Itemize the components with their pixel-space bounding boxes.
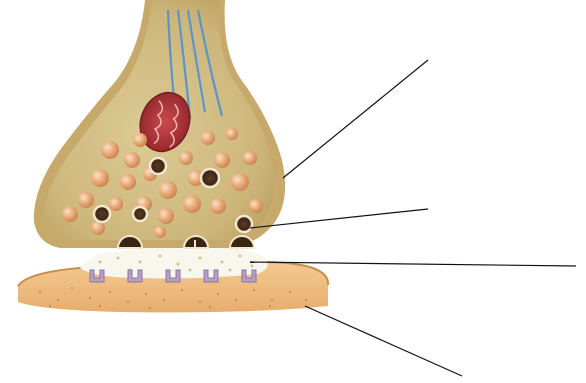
leader-line-postsynaptic [305,306,462,376]
leader-lines [250,60,576,376]
leader-line-terminal [283,60,428,178]
synaptic-cleft [80,247,268,278]
